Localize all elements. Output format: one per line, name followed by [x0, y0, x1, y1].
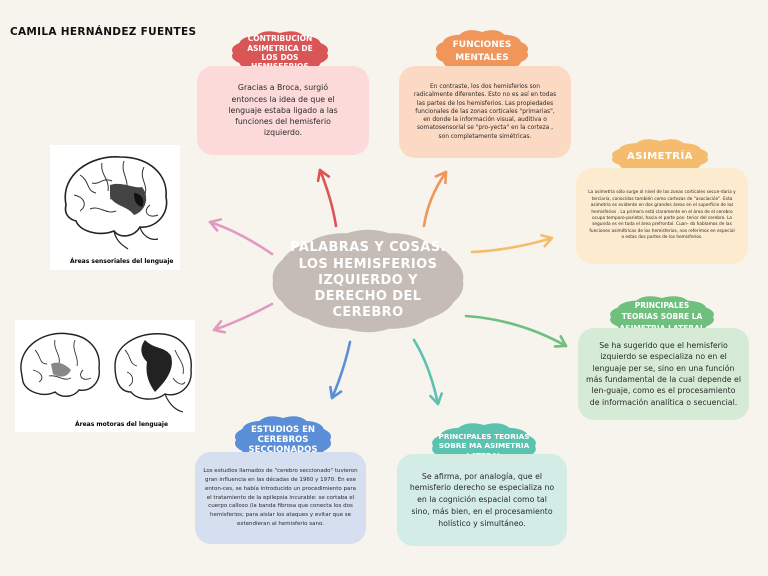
cloud-fill — [611, 139, 709, 175]
arrowhead-principales_abajo — [429, 392, 443, 406]
brain-sensory-image: Áreas sensoriales del lenguaje — [50, 145, 180, 270]
arrow-principales_derecha — [464, 314, 568, 348]
contribucion-text: Gracias a Broca, surgió entonces la idea… — [228, 83, 338, 138]
arrowhead-funciones — [434, 170, 448, 185]
arrowhead-contribucion — [316, 168, 331, 183]
principales-abajo-text: Se afirma, por analogía, que el hemisfer… — [409, 471, 555, 528]
estudios-text: Los estudios llamados de "cerebro seccio… — [203, 468, 358, 527]
contribucion-text-box: Gracias a Broca, surgió entonces la idea… — [197, 66, 369, 155]
funciones-text: En contraste, los dos hemisferios son ra… — [413, 84, 557, 140]
cloud-shape — [435, 30, 529, 74]
central-title: PALABRAS Y COSAS. LOS HEMISFERIOS IZQUIE… — [290, 240, 446, 321]
arrow-funciones — [422, 170, 448, 228]
principales-derecha-text: Se ha sugerido que el hemisferio izquier… — [586, 341, 742, 407]
brain-illustration: Áreas motoras del lenguaje — [20, 332, 192, 428]
cloud-fill — [231, 31, 329, 75]
asimetria-text-box: La asimetría sólo surge al nivel de las … — [576, 168, 748, 264]
cloud-fill — [610, 296, 714, 338]
arrowhead-estudios — [329, 385, 343, 400]
node-estudios: ESTUDIOS EN CEREBROS SECCIONADOS — [231, 413, 335, 467]
arrow-contribucion — [318, 168, 338, 228]
central-topic: PALABRAS Y COSAS. LOS HEMISFERIOS IZQUIE… — [268, 227, 468, 335]
arrowhead-sensoriales — [208, 218, 222, 232]
arrowhead-asimetria — [540, 233, 554, 248]
arrowhead-motoras — [212, 320, 227, 334]
cloud-shape — [234, 416, 332, 464]
caption-motoras: Áreas motoras del lenguaje — [75, 421, 168, 428]
cloud-fill — [435, 30, 529, 74]
central-cloud-fill — [272, 229, 464, 333]
principales-abajo-text-box: Se afirma, por analogía, que el hemisfer… — [397, 454, 567, 546]
cloud-shape — [272, 229, 464, 333]
arrow-asimetria — [470, 236, 554, 254]
estudios-text-box: Los estudios llamados de "cerebro seccio… — [195, 452, 366, 544]
author-name: CAMILA HERNÁNDEZ FUENTES — [10, 26, 197, 38]
node-funciones: FUNCIONES MENTALES — [432, 27, 532, 77]
node-asimetria: ASIMETRÍA — [608, 136, 712, 178]
funciones-text-box: En contraste, los dos hemisferios son ra… — [399, 66, 571, 158]
arrowhead-principales_derecha — [553, 335, 568, 348]
asimetria-title: ASIMETRÍA — [627, 150, 693, 162]
arrow-motoras — [212, 302, 274, 332]
arrow-principales_abajo — [412, 338, 440, 406]
cloud-shape — [231, 31, 329, 75]
arrow-estudios — [330, 340, 352, 400]
principales-derecha-text-box: Se ha sugerido que el hemisferio izquier… — [578, 328, 749, 420]
caption-sensoriales: Áreas sensoriales del lenguaje — [70, 258, 174, 265]
funciones-title: FUNCIONES MENTALES — [452, 39, 512, 63]
brain-illustration: Áreas sensoriales del lenguaje — [64, 156, 174, 265]
estudios-title: ESTUDIOS EN CEREBROS SECCIONADOS — [248, 424, 318, 456]
cloud-fill — [234, 416, 332, 464]
arrow-sensoriales — [208, 220, 274, 256]
cloud-shape — [611, 139, 709, 175]
cloud-shape — [610, 296, 714, 338]
brain-motor-image: Áreas motoras del lenguaje — [15, 320, 195, 432]
asimetria-text: La asimetría sólo surge al nivel de las … — [588, 190, 736, 241]
